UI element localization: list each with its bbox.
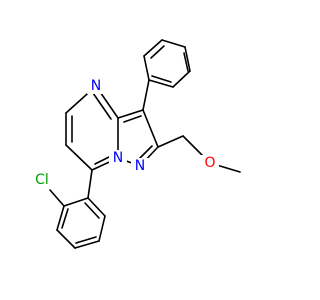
bond-inner (84, 202, 100, 219)
bond (98, 215, 106, 242)
atom-label: N (135, 158, 145, 174)
atom-cl: Cl (30, 171, 54, 189)
molecule-diagram: N N N O Cl (30, 39, 241, 249)
atom-n-pyrimidine: N (87, 78, 105, 94)
bond (117, 109, 144, 119)
atom-label: O (204, 155, 215, 171)
bond (63, 197, 89, 207)
atom-label: N (91, 78, 101, 94)
atom-label: Cl (35, 172, 49, 188)
bond-inner (151, 75, 172, 83)
bond (65, 144, 93, 171)
bond (142, 79, 150, 111)
bond-inner (61, 208, 69, 229)
chlorophenyl-ring (56, 197, 106, 249)
bond (87, 169, 93, 199)
methoxymethyl-group (157, 135, 241, 173)
bond (56, 205, 65, 231)
atom-o-ether: O (201, 155, 219, 171)
bond (184, 46, 191, 72)
bond (161, 39, 186, 48)
bond-inner (183, 52, 189, 72)
bond (87, 197, 106, 217)
bond (143, 39, 163, 57)
bond (56, 229, 76, 249)
bond (148, 79, 174, 88)
bond (49, 189, 65, 207)
atom-n-bridge: N (109, 150, 127, 166)
bond (143, 55, 150, 81)
bond (172, 70, 191, 88)
atom-label: N (113, 150, 123, 166)
structure-drawing: N N N O Cl (30, 39, 241, 249)
bond-inner (123, 115, 142, 123)
bond (142, 109, 159, 148)
phenyl-ring (143, 39, 191, 88)
atom-n-pyrazole: N (131, 158, 149, 174)
bond-inner (75, 236, 97, 244)
bond (74, 240, 100, 249)
bond-inner (150, 45, 165, 59)
bond-inner (92, 92, 112, 120)
bond (157, 135, 184, 148)
